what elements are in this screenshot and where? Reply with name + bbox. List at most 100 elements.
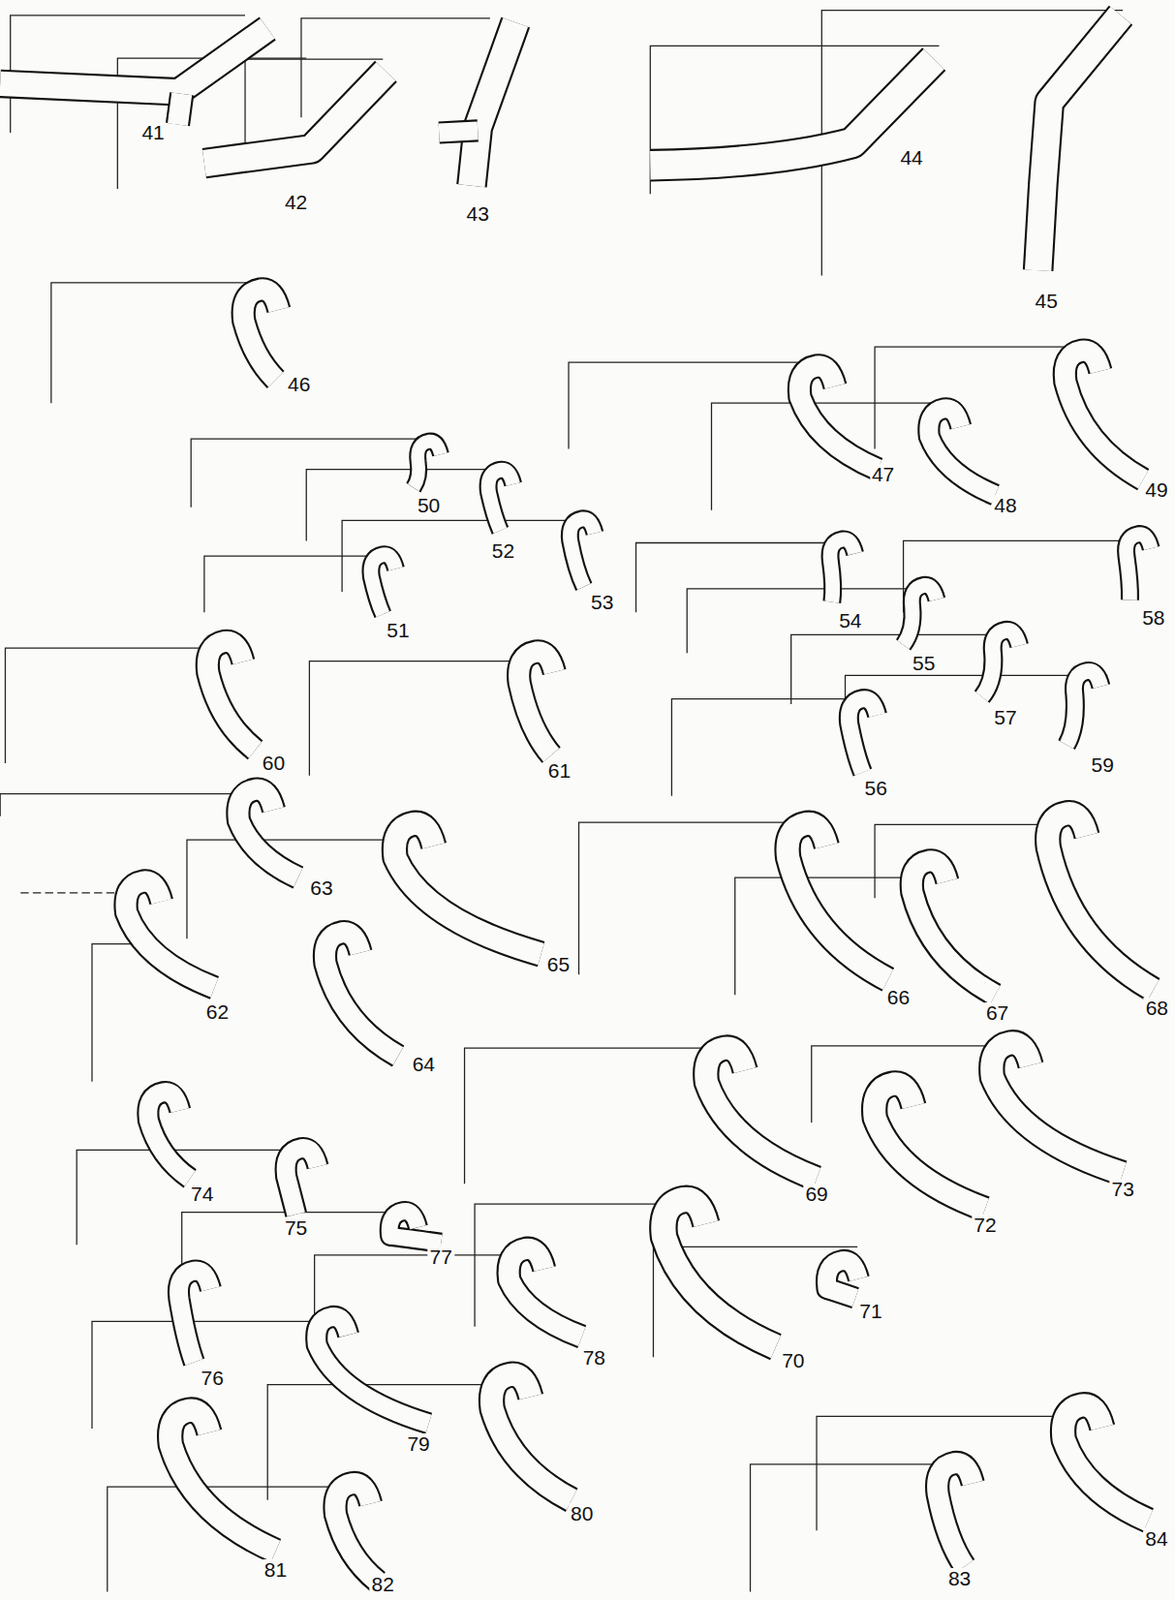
orientation-bracket: [51, 282, 256, 403]
rim-profile: [1126, 534, 1152, 601]
rim-profile: [285, 1148, 318, 1215]
rim-profile: [178, 1270, 211, 1363]
rim-profile-fill: [178, 1270, 211, 1363]
callout-number: 41: [139, 122, 166, 144]
rim-profile: [243, 289, 279, 380]
rim-profile-fill: [1066, 671, 1101, 745]
rim-profile-fill: [569, 519, 595, 588]
callout-number: 80: [568, 1503, 595, 1525]
callout-number: 70: [779, 1350, 806, 1372]
rim-profile: [335, 1484, 378, 1582]
branched-profile-fill: [177, 93, 182, 125]
rim-profile-fill: [519, 651, 556, 756]
rim-profile-fill: [335, 1484, 378, 1582]
branched-profile: [204, 71, 387, 164]
callout-number: 79: [404, 1433, 432, 1455]
callout-number: 69: [803, 1183, 830, 1206]
callout-number: 66: [885, 987, 912, 1009]
callout-number: 49: [1143, 479, 1170, 501]
rim-profile: [148, 1092, 190, 1179]
rim-profile: [316, 1316, 430, 1423]
callout-number: 45: [1033, 290, 1060, 312]
rim-profile: [928, 408, 996, 495]
rim-profile: [238, 789, 299, 878]
callout-number: 47: [869, 463, 897, 486]
rim-profile-fill: [170, 1410, 277, 1551]
rim-profile-fill: [937, 1462, 974, 1567]
callout-number: 43: [464, 203, 492, 225]
rim-profile: [874, 1083, 986, 1210]
orientation-bracket: [711, 402, 950, 511]
rim-profile-fill: [488, 469, 514, 531]
rim-profile: [413, 441, 441, 489]
callout-number: 81: [262, 1559, 289, 1581]
branched-profile: [649, 59, 934, 166]
rim-profile-fill: [125, 881, 215, 989]
rim-profile-fill: [324, 932, 399, 1057]
rim-profile: [569, 519, 595, 588]
rim-profile-fill: [508, 1248, 583, 1337]
callout-number: 71: [857, 1300, 884, 1323]
rim-profile: [1066, 671, 1101, 745]
orientation-bracket: [671, 699, 863, 797]
rim-profile: [1063, 1405, 1149, 1521]
callout-number: 59: [1088, 754, 1115, 776]
rim-profile-fill: [285, 1148, 318, 1215]
callout-number: 83: [946, 1568, 973, 1590]
rim-profile: [830, 539, 856, 603]
callout-number: 84: [1143, 1528, 1170, 1550]
rim-profile: [1048, 813, 1154, 990]
orientation-bracket: [309, 661, 531, 776]
rim-profile: [394, 823, 541, 955]
callout-number: 57: [991, 707, 1019, 729]
branched-profile-fill: [204, 71, 387, 164]
rim-profile: [389, 1211, 441, 1244]
callout-number: 61: [546, 760, 573, 782]
rim-profile: [787, 823, 889, 980]
orientation-bracket: [306, 469, 500, 542]
callout-number: 52: [490, 540, 517, 562]
rim-profile-fill: [1063, 1405, 1149, 1521]
branched-profile: [471, 22, 516, 186]
rim-profile: [848, 699, 877, 774]
callout-number: 64: [410, 1053, 437, 1076]
rim-profile-fill: [848, 699, 877, 774]
orientation-bracket: [4, 648, 225, 764]
rim-profile-fill: [394, 823, 541, 955]
callout-number: 76: [199, 1367, 226, 1390]
callout-number: 55: [910, 652, 937, 675]
callout-number: 67: [984, 1002, 1011, 1024]
rim-profile: [125, 881, 215, 989]
rim-profile-fill: [148, 1092, 190, 1179]
orientation-bracket: [568, 362, 817, 450]
rim-profile-fill: [371, 555, 397, 616]
rim-profile-fill: [787, 823, 889, 980]
branched-profile-fill: [471, 22, 516, 186]
callout-number: 73: [1110, 1178, 1137, 1201]
rim-profile-fill: [413, 441, 441, 489]
rim-profile: [911, 861, 995, 995]
rim-profile-fill: [928, 408, 996, 495]
rim-profile-fill: [911, 861, 995, 995]
callout-number: 51: [384, 619, 411, 642]
orientation-bracket: [190, 438, 429, 508]
rim-profile-fill: [243, 289, 279, 380]
rim-profile-fill: [492, 1374, 573, 1501]
callout-number: 53: [588, 591, 616, 614]
rim-profile: [663, 1199, 776, 1347]
rim-profile: [170, 1410, 277, 1551]
rim-profile: [903, 585, 937, 646]
rim-profile-fill: [663, 1199, 776, 1347]
rim-profile-fill: [1126, 534, 1152, 601]
branched-profile-fill: [1038, 15, 1121, 271]
orientation-bracket: [579, 822, 807, 975]
callout-number: 65: [545, 954, 572, 976]
rim-profile: [508, 1248, 583, 1337]
callout-number: 63: [308, 877, 335, 899]
orientation-bracket: [874, 346, 1083, 449]
orientation-bracket: [750, 1464, 950, 1593]
rim-profile-fill: [389, 1211, 441, 1244]
orientation-bracket: [204, 556, 378, 613]
orientation-bracket: [186, 839, 409, 939]
